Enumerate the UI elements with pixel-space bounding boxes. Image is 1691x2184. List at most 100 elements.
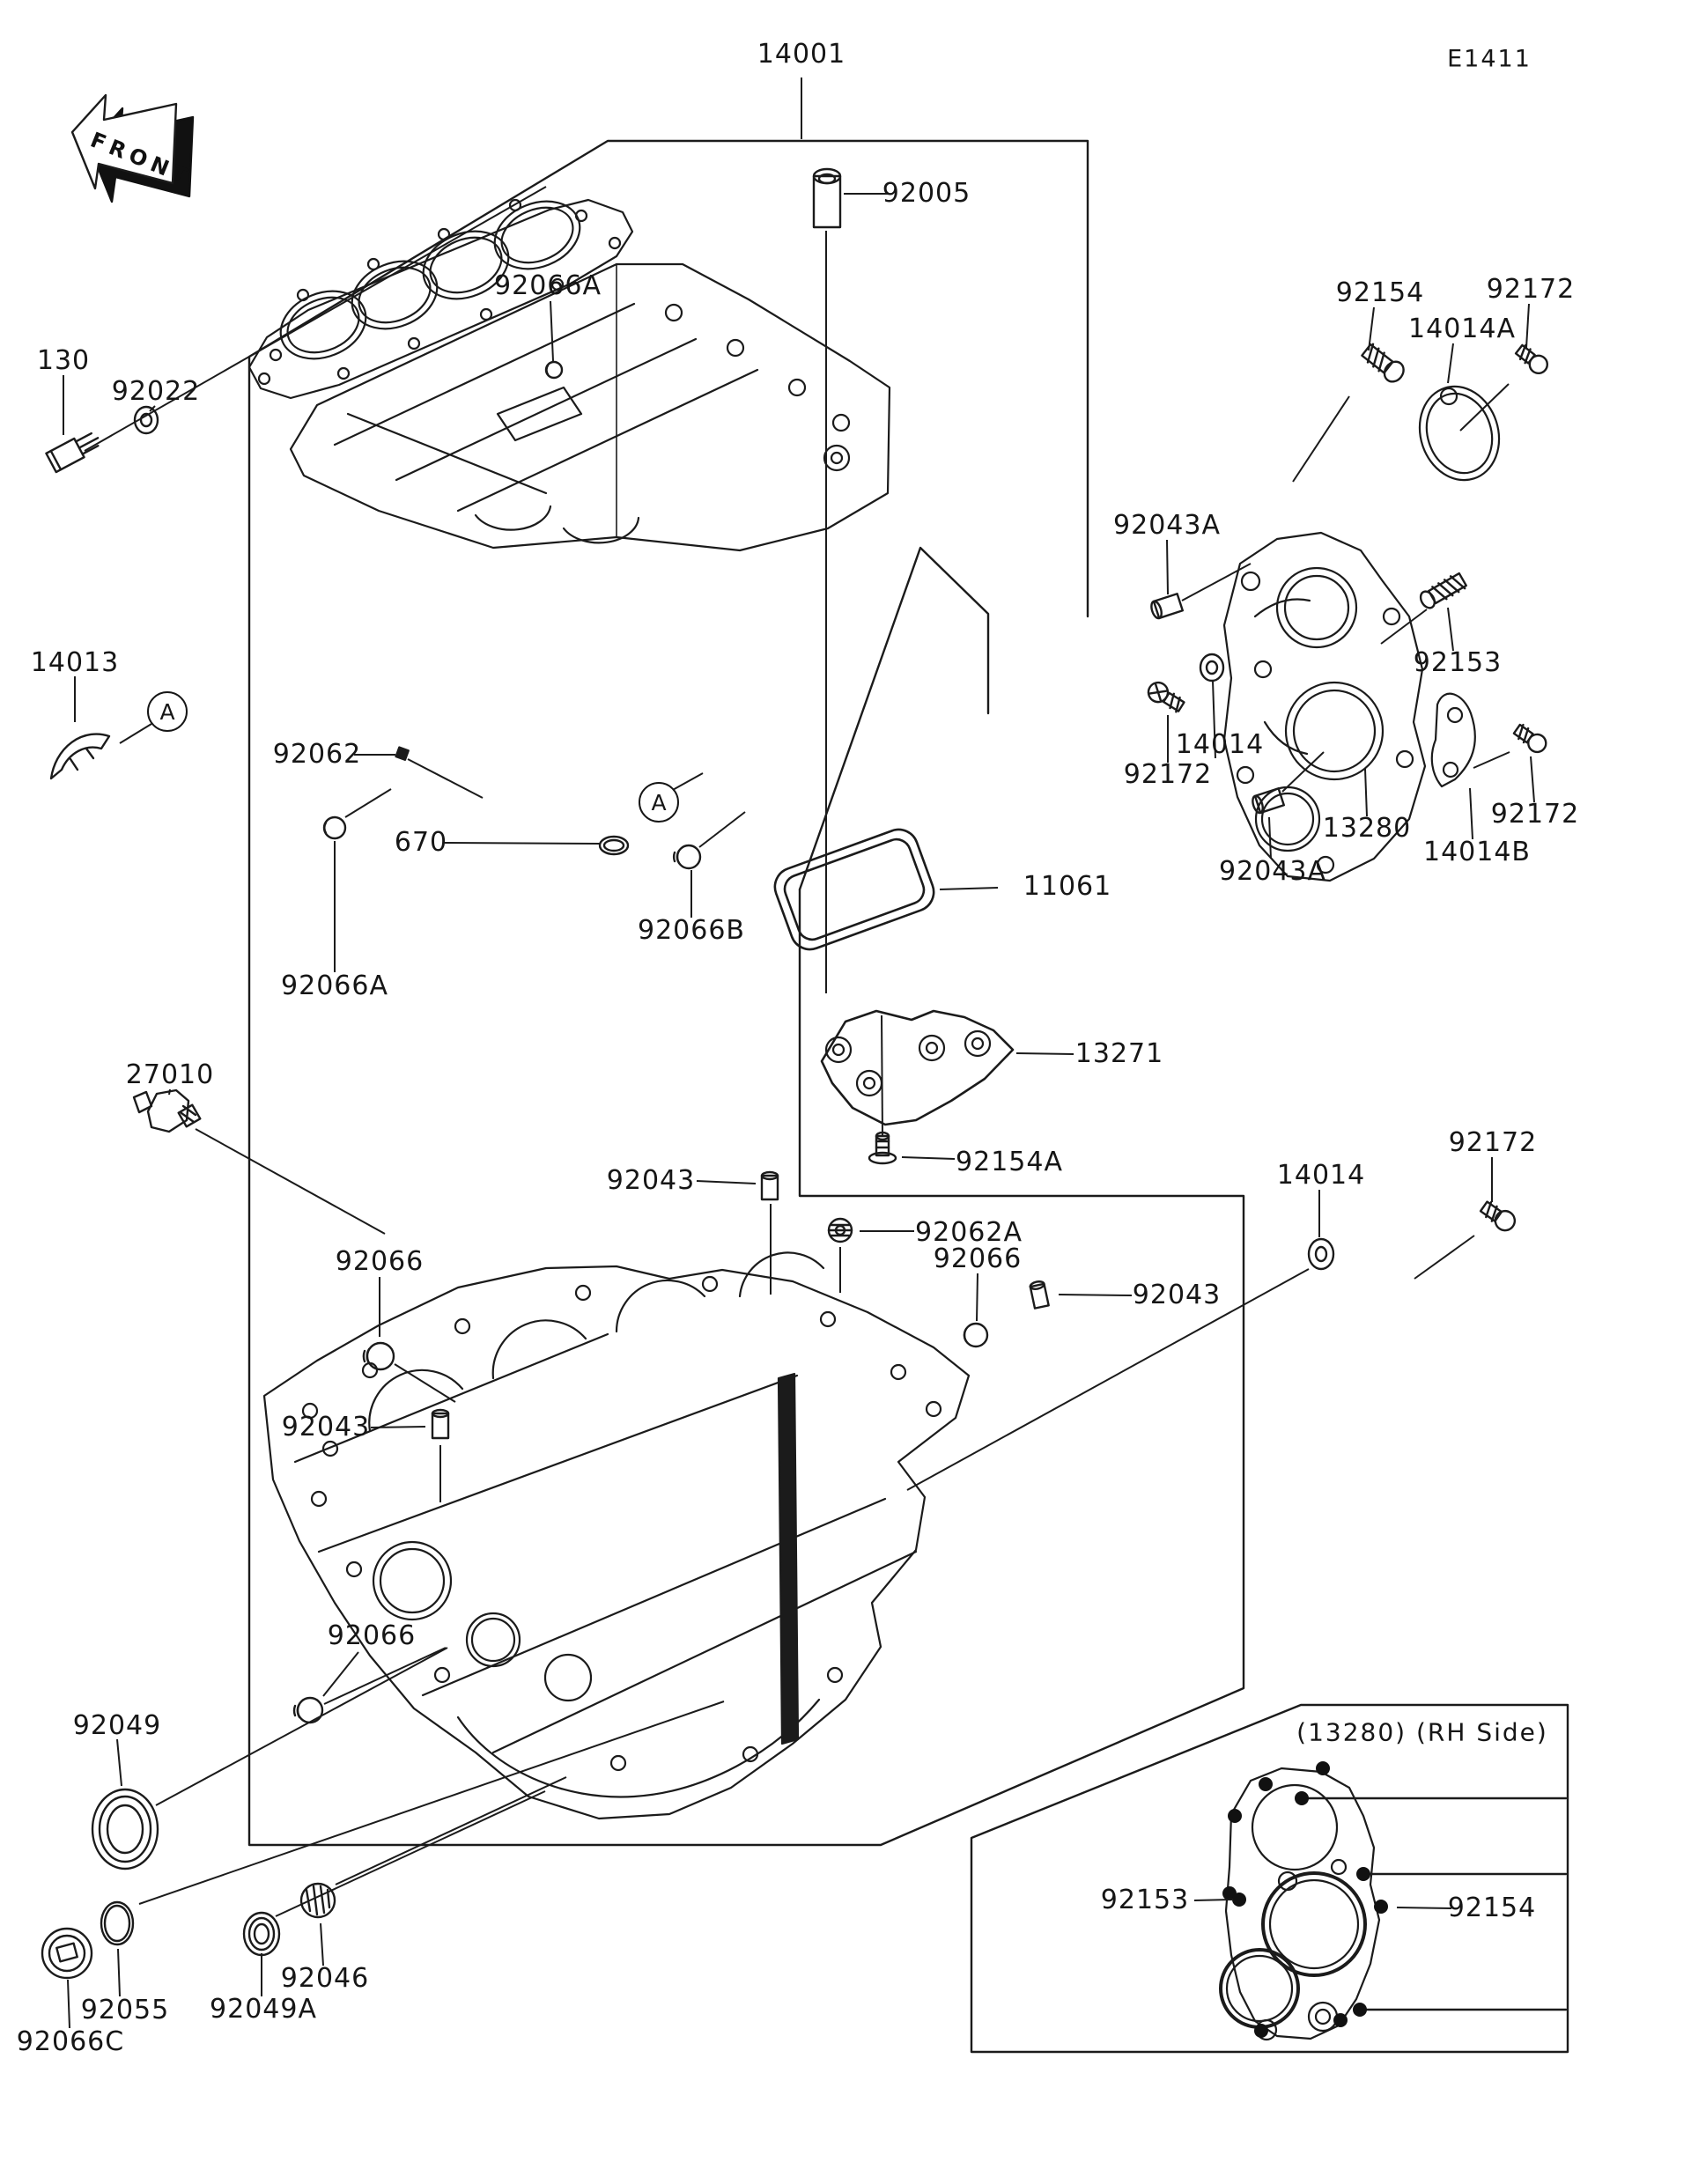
leader-line-92043 xyxy=(370,1426,426,1428)
leader-line-92022 xyxy=(149,405,156,412)
strap-14014B-drawing xyxy=(1430,692,1476,788)
leader-line-92066A xyxy=(344,788,392,818)
leader-line-92066B xyxy=(698,811,746,848)
leader-line-92154 xyxy=(1292,395,1350,483)
part-callout-92154: 92154 xyxy=(1335,277,1425,308)
gasket-bolt-holes xyxy=(257,198,622,386)
washer-92022-part xyxy=(133,405,159,435)
main-outline-box xyxy=(247,139,1245,1847)
leader-line-14014 xyxy=(906,1268,1310,1491)
leader-line-92066 xyxy=(322,1651,359,1697)
part-callout-27010: 27010 xyxy=(125,1059,215,1090)
front-arrow: FRONT xyxy=(70,93,196,203)
leader-line-13271 xyxy=(1015,1052,1074,1055)
diagram-code: E1411 xyxy=(1447,45,1532,73)
oring-670-part xyxy=(598,835,630,856)
leader-line-92172 xyxy=(1530,756,1535,803)
part-callout-92062: 92062 xyxy=(272,739,362,770)
part-callout-92066: 92066 xyxy=(933,1243,1023,1274)
screw-plug-92062A-part xyxy=(827,1217,853,1243)
plug-92066A-left-part xyxy=(322,815,347,840)
inset-bolt-dots xyxy=(1222,1761,1388,2038)
leader-line-92066C xyxy=(67,1979,70,2029)
part-callout-92062A: 92062A xyxy=(915,1217,1023,1248)
part-callout-92172: 92172 xyxy=(1486,274,1576,305)
leader-line-92049A xyxy=(275,1790,546,1917)
part-callout-92066B: 92066B xyxy=(637,915,746,946)
upper-crankcase-drawing xyxy=(289,262,891,552)
part-callout-92066C: 92066C xyxy=(16,2026,125,2057)
leader-line-92055 xyxy=(138,1701,725,1905)
part-callout-92043A: 92043A xyxy=(1219,856,1326,887)
dowel-pin-92043A-lower-part xyxy=(1252,787,1285,815)
oil-seal-92049-part xyxy=(91,1788,159,1870)
leader-line-130 xyxy=(84,186,547,452)
leader-line-14014B xyxy=(1469,787,1473,840)
part-callout-92066: 92066 xyxy=(335,1246,425,1277)
plug-92066B-part xyxy=(672,844,702,870)
part-callout-14014A: 14014A xyxy=(1408,314,1516,344)
part-callout-92043: 92043 xyxy=(281,1412,371,1442)
part-callout-92049: 92049 xyxy=(72,1710,162,1741)
part-callout-92153: 92153 xyxy=(1413,647,1503,678)
leader-line-92172 xyxy=(1473,751,1510,769)
leader-line-14014 xyxy=(1212,680,1216,759)
leader-line-92066A xyxy=(550,300,554,362)
part-callout-92154: 92154 xyxy=(1447,1893,1537,1923)
leader-line-92154 xyxy=(1396,1907,1452,1909)
part-callout-92055: 92055 xyxy=(80,1995,170,2025)
leader-line-92066 xyxy=(394,1363,456,1403)
pin-92043-center-part xyxy=(760,1170,779,1201)
leader-line-11061 xyxy=(939,887,999,890)
part-callout-92154A: 92154A xyxy=(956,1147,1063,1177)
part-callout-92066A: 92066A xyxy=(494,270,602,301)
part-callout-92046: 92046 xyxy=(280,1963,370,1994)
part-callout-92049A: 92049A xyxy=(210,1994,317,2025)
leader-line-27010 xyxy=(195,1128,386,1235)
part-callout-92066A: 92066A xyxy=(281,970,388,1001)
dowel-cap-92005-part xyxy=(812,167,842,229)
screw-92172-lower-part xyxy=(1479,1200,1517,1232)
part-callout-92043: 92043 xyxy=(606,1165,696,1196)
screw-92172-top-part xyxy=(1514,343,1549,375)
leader-line-27010 xyxy=(168,1088,171,1096)
washer-14014-mid-part xyxy=(1199,653,1225,682)
leader-line-92154A xyxy=(901,1156,956,1160)
dowel-pin-92043A-upper-part xyxy=(1150,593,1184,620)
leader-line-92062 xyxy=(407,758,484,799)
cylinder-head-gasket-drawing xyxy=(247,198,634,400)
part-callout-92022: 92022 xyxy=(111,376,201,407)
leader-line-92172 xyxy=(1525,303,1530,349)
crescent-ring-14013-part xyxy=(49,733,111,780)
part-callout-92172: 92172 xyxy=(1490,799,1580,830)
bolt-92153-top-part xyxy=(1419,572,1467,609)
leader-line-92043A xyxy=(1268,816,1272,860)
screw-92172-mid-part xyxy=(1147,681,1185,713)
leader-line-92172 xyxy=(1459,383,1510,432)
part-callout-92005: 92005 xyxy=(882,178,971,209)
leader-line-92043A xyxy=(1281,751,1325,793)
leader-line-92153 xyxy=(1380,609,1428,645)
part-callout-92043: 92043 xyxy=(1132,1280,1222,1310)
part-callout-92153: 92153 xyxy=(1100,1885,1190,1915)
part-callout-92066: 92066 xyxy=(327,1620,417,1651)
marker-leader-line xyxy=(119,723,152,744)
gasket-14014A-drawing xyxy=(1418,385,1501,482)
leader-line-14014A xyxy=(1447,343,1454,384)
part-callout-13271: 13271 xyxy=(1074,1038,1164,1069)
part-callout-14014B: 14014B xyxy=(1422,837,1532,867)
part-callout-130: 130 xyxy=(36,345,91,376)
part-callout-11061: 11061 xyxy=(1023,871,1112,902)
leader-line-92043 xyxy=(696,1180,757,1184)
leader-line-670 xyxy=(444,842,601,845)
pin-92043-left-part xyxy=(431,1408,450,1440)
part-callout-92043A: 92043A xyxy=(1113,510,1221,541)
leader-line-92066 xyxy=(323,1647,447,1705)
screw-92172-right-part xyxy=(1512,723,1547,754)
leader-line-92066 xyxy=(976,1273,978,1322)
needle-bearing-92046-part xyxy=(299,1882,336,1919)
part-callout-13280: 13280 xyxy=(1322,813,1412,844)
leader-line-92055 xyxy=(117,1948,121,1997)
